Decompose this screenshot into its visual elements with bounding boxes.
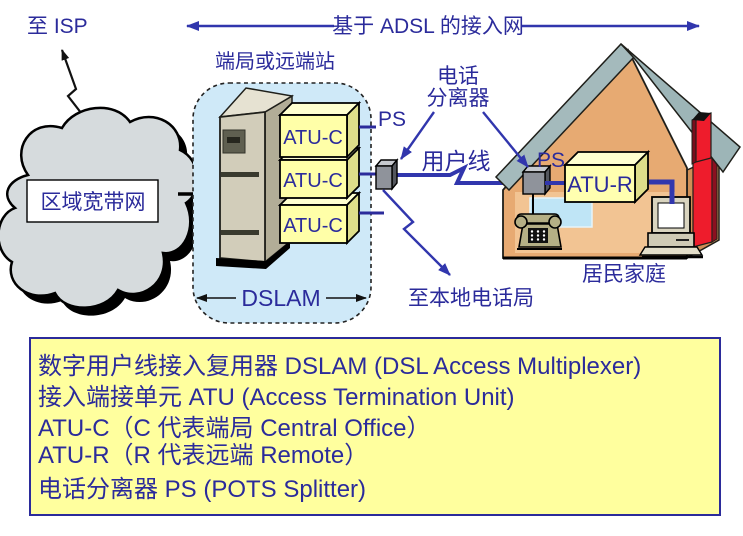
station-label: 端局或远端站	[215, 50, 335, 73]
to-local-office-arrow	[382, 189, 451, 276]
atu-r-label: ATU-R	[567, 172, 633, 197]
legend-line-1: 数字用户线接入复用器 DSLAM (DSL Access Multiplexer…	[38, 353, 641, 380]
atu-c-label: ATU-C	[283, 170, 343, 192]
home-label: 居民家庭	[582, 263, 666, 286]
legend-line-4: ATU-R（R 代表远端 Remote）	[38, 442, 368, 469]
broadband-cloud: 区域宽带网	[0, 106, 205, 316]
diagram-title: 基于 ADSL 的接入网	[332, 15, 524, 38]
legend-line-2: 接入端接单元 ATU (Access Termination Unit)	[38, 384, 515, 411]
legend-line-5: 电话分离器 PS (POTS Splitter)	[38, 476, 366, 503]
cloud-label-box	[26, 179, 159, 223]
chimney-top	[691, 112, 712, 165]
dslam-label: DSLAM	[241, 285, 320, 311]
chimney-body	[692, 152, 713, 248]
atu-r-box: ATU-R	[545, 149, 675, 205]
legend: 数字用户线接入复用器 DSLAM (DSL Access Multiplexer…	[29, 337, 721, 516]
atu-c-label: ATU-C	[283, 215, 343, 237]
co-pots-splitter	[374, 158, 399, 191]
atu-r-computer-link	[649, 179, 675, 204]
cloud-label: 区域宽带网	[41, 191, 146, 214]
tower-slot-1	[221, 172, 259, 177]
atu-c-box-3: ATU-C	[277, 190, 362, 246]
keyboard	[638, 246, 704, 256]
co-ps-label: PS	[378, 108, 406, 131]
tower-slot-2	[221, 230, 259, 235]
subscriber-line-label: 用户线	[422, 148, 491, 174]
computer	[638, 196, 704, 259]
atu-c-box-1: ATU-C	[277, 100, 362, 160]
splitter-label-line2: 分离器	[427, 87, 490, 110]
screen	[657, 202, 685, 229]
atu-c-label: ATU-C	[283, 127, 343, 149]
dslam-tower	[216, 87, 295, 269]
splitter-label-line1: 电话	[437, 65, 479, 88]
home-ps-label: PS	[537, 149, 565, 172]
legend-line-3: ATU-C（C 代表端局 Central Office）	[38, 415, 431, 442]
telephone	[514, 194, 562, 250]
legend-box	[29, 337, 721, 516]
splitter-arrow-right	[482, 111, 529, 168]
tower-base-shadow	[216, 241, 290, 269]
subscriber-line	[397, 163, 523, 185]
to-local-office-label: 至本地电话局	[408, 287, 534, 310]
splitter-arrow-left	[400, 111, 435, 160]
to-isp-label: 至 ISP	[27, 15, 88, 38]
